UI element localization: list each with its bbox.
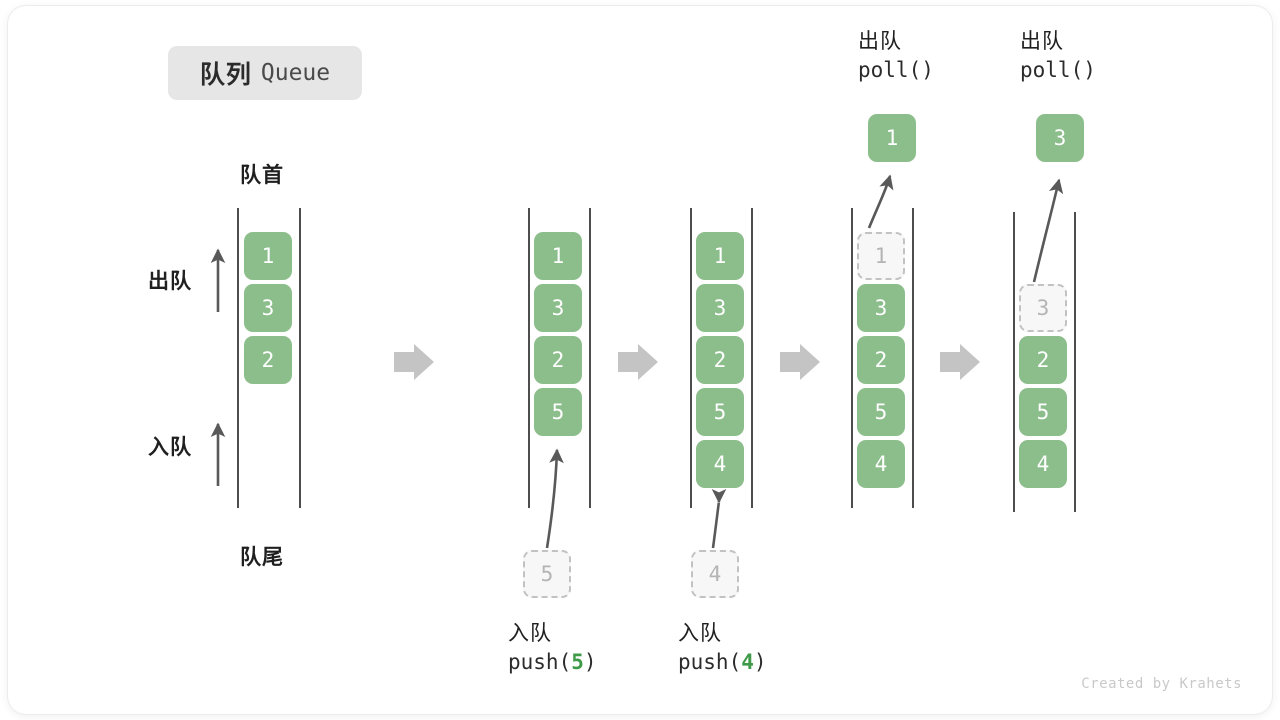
queue-ghost-cell: 3 <box>1019 284 1067 332</box>
operation-caption-poll-1: 出队 poll() <box>858 28 934 84</box>
queue-rail-right-4 <box>912 208 914 508</box>
operation-caption-push-4: 入队 push(4) <box>678 620 767 676</box>
watermark: Created by Krahets <box>1081 676 1242 692</box>
queue-cell: 5 <box>1019 388 1067 436</box>
code-prefix: poll( <box>858 58 922 83</box>
operation-caption-cn: 入队 <box>678 622 722 645</box>
queue-rail-right-2 <box>589 208 591 508</box>
operation-caption-code: poll() <box>1020 56 1096 84</box>
queue-cell: 4 <box>1019 440 1067 488</box>
code-number: 4 <box>741 650 754 675</box>
outgoing-cell: 3 <box>1036 114 1084 162</box>
incoming-ghost-cell: 4 <box>691 550 739 598</box>
queue-cell: 4 <box>857 440 905 488</box>
operation-caption-cn: 入队 <box>508 622 552 645</box>
code-prefix: poll( <box>1020 58 1084 83</box>
code-number: 5 <box>571 650 584 675</box>
operation-caption-code: push(4) <box>678 648 767 676</box>
code-suffix: ) <box>583 650 597 675</box>
code-suffix: ) <box>921 58 934 83</box>
queue-rail-right-5 <box>1074 212 1076 512</box>
queue-cell: 3 <box>696 284 744 332</box>
queue-cell: 2 <box>857 336 905 384</box>
queue-cell: 5 <box>696 388 744 436</box>
queue-ghost-cell: 1 <box>857 232 905 280</box>
queue-tail-label: 队尾 <box>240 546 284 569</box>
queue-rail-left-1 <box>237 208 239 508</box>
queue-cell: 3 <box>857 284 905 332</box>
queue-cell: 5 <box>857 388 905 436</box>
queue-cell: 2 <box>696 336 744 384</box>
operation-caption-poll-3: 出队 poll() <box>1020 28 1096 84</box>
dequeue-direction-label: 出队 <box>148 270 192 293</box>
queue-rail-left-2 <box>528 208 530 508</box>
code-prefix: push( <box>678 650 742 675</box>
queue-cell: 5 <box>534 388 582 436</box>
code-prefix: push( <box>508 650 572 675</box>
queue-head-label: 队首 <box>240 164 284 187</box>
queue-rail-left-3 <box>690 208 692 508</box>
diagram-title-cn: 队列 <box>199 61 252 89</box>
queue-cell: 1 <box>534 232 582 280</box>
queue-cell: 4 <box>696 440 744 488</box>
operation-caption-cn: 出队 <box>858 30 902 53</box>
enqueue-direction-label: 入队 <box>148 436 192 459</box>
queue-rail-right-3 <box>751 208 753 508</box>
queue-rail-left-5 <box>1013 212 1015 512</box>
queue-rail-right-1 <box>299 208 301 508</box>
outgoing-cell: 1 <box>868 114 916 162</box>
diagram-title-en: Queue <box>260 60 331 86</box>
operation-caption-cn: 出队 <box>1020 30 1064 53</box>
incoming-ghost-cell: 5 <box>523 550 571 598</box>
operation-caption-code: push(5) <box>508 648 597 676</box>
queue-cell: 3 <box>534 284 582 332</box>
code-suffix: ) <box>1083 58 1096 83</box>
queue-cell: 1 <box>244 232 292 280</box>
queue-cell: 2 <box>1019 336 1067 384</box>
operation-caption-push-5: 入队 push(5) <box>508 620 597 676</box>
diagram-card <box>8 6 1272 714</box>
queue-cell: 2 <box>244 336 292 384</box>
queue-cell: 1 <box>696 232 744 280</box>
operation-caption-code: poll() <box>858 56 934 84</box>
queue-rail-left-4 <box>851 208 853 508</box>
code-suffix: ) <box>753 650 767 675</box>
queue-cell: 3 <box>244 284 292 332</box>
diagram-title-badge: 队列 Queue <box>168 46 362 100</box>
queue-cell: 2 <box>534 336 582 384</box>
